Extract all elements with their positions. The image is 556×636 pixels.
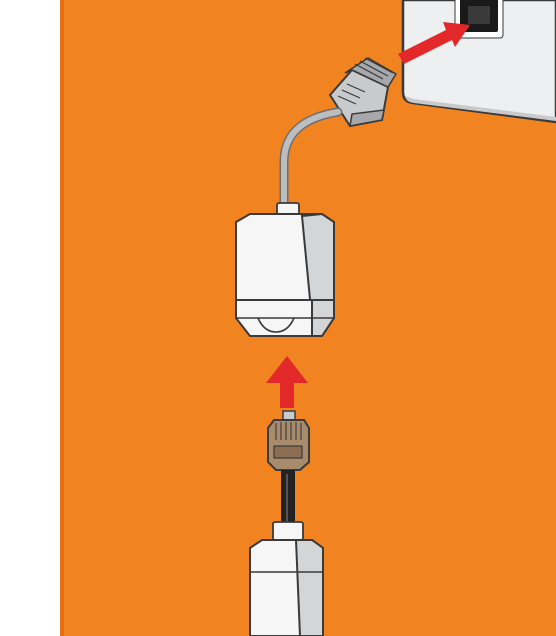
insert-arrow-icon (266, 356, 308, 408)
rj11-plug-icon (267, 410, 310, 471)
adapter-icon (235, 202, 335, 337)
cable-icon (279, 107, 343, 219)
rj11-plug-icon (328, 57, 398, 128)
insert-arrow-icon (398, 22, 470, 64)
cable-icon (281, 470, 295, 526)
wall-left-edge (60, 0, 64, 636)
adapter-icon (249, 521, 324, 636)
wall-plate (401, 0, 556, 124)
